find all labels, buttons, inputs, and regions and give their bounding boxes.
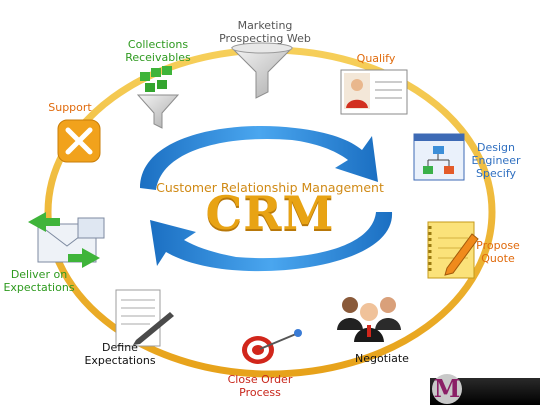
notepad-pencil-icon — [427, 221, 479, 279]
stage-label-support: Support — [48, 101, 92, 114]
money-funnel-icon — [136, 66, 180, 129]
tools-icon — [57, 119, 101, 163]
id-card-icon — [340, 69, 408, 115]
target-dart-icon — [242, 329, 302, 364]
cycle-arrow-top — [140, 125, 378, 190]
cycle-arrow-bottom — [150, 212, 393, 272]
watermark-logo: M — [432, 374, 462, 404]
document-pen-icon — [115, 289, 174, 347]
envelope-arrows-icon — [28, 212, 105, 268]
flowchart-window-icon — [413, 133, 465, 181]
stage-label-qualify: Qualify — [356, 52, 396, 65]
cycle-ring — [44, 46, 496, 378]
people-group-icon — [337, 297, 401, 342]
funnel-icon — [230, 42, 294, 99]
stage-label-negotiate: Negotiate — [355, 352, 409, 365]
